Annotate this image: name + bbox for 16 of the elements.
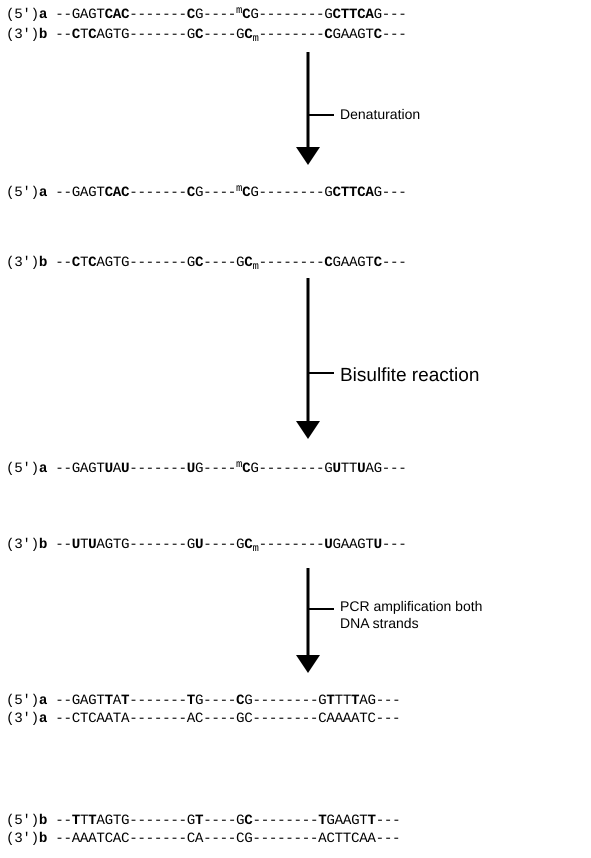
dna-sequence: (5')a --GAGTCAC-------CG----$^{m}$CG--------GCTTCAG--- <box>6 184 406 202</box>
edge-label: Bisulfite reaction <box>340 364 480 388</box>
edge-label: Denaturation <box>340 105 422 124</box>
dna-sequence: (3')a --CTCAATA-------AC----GC--------CAAAATC--- <box>6 710 400 728</box>
dna-sequence: (5')b --TTTAGTG-------GT----GC--------TGAAGTT--- <box>6 812 400 830</box>
edge-label: PCR amplification both DNA strands <box>340 598 484 632</box>
dna-sequence: (5')a --GAGTUAU-------UG----$^{m}$CG--------GUTTUAG--- <box>6 460 406 478</box>
dna-sequence: (5')a --GAGTCAC-------CG----$^{m}$CG--------GCTTCAG--- <box>6 6 406 24</box>
dna-sequence: (3')b --UTUAGTG-------GU----GC$_{m}$--------UGAAGTU--- <box>6 536 406 554</box>
arrow <box>296 278 320 439</box>
dna-sequence: (5')a --GAGTTAT-------TG----CG--------GTTTTAG--- <box>6 692 400 710</box>
arrow <box>296 52 320 165</box>
dna-sequence: (3')b --CTCAGTG-------GC----GC$_{m}$--------CGAAGTC--- <box>6 254 406 272</box>
dna-sequence: (3')b --AAATCAC-------CA----CG--------ACTTCAA--- <box>6 830 400 848</box>
dna-sequence: (3')b --CTCAGTG-------GC----GC$_{m}$--------CGAAGTC--- <box>6 26 406 44</box>
arrow <box>296 568 320 673</box>
